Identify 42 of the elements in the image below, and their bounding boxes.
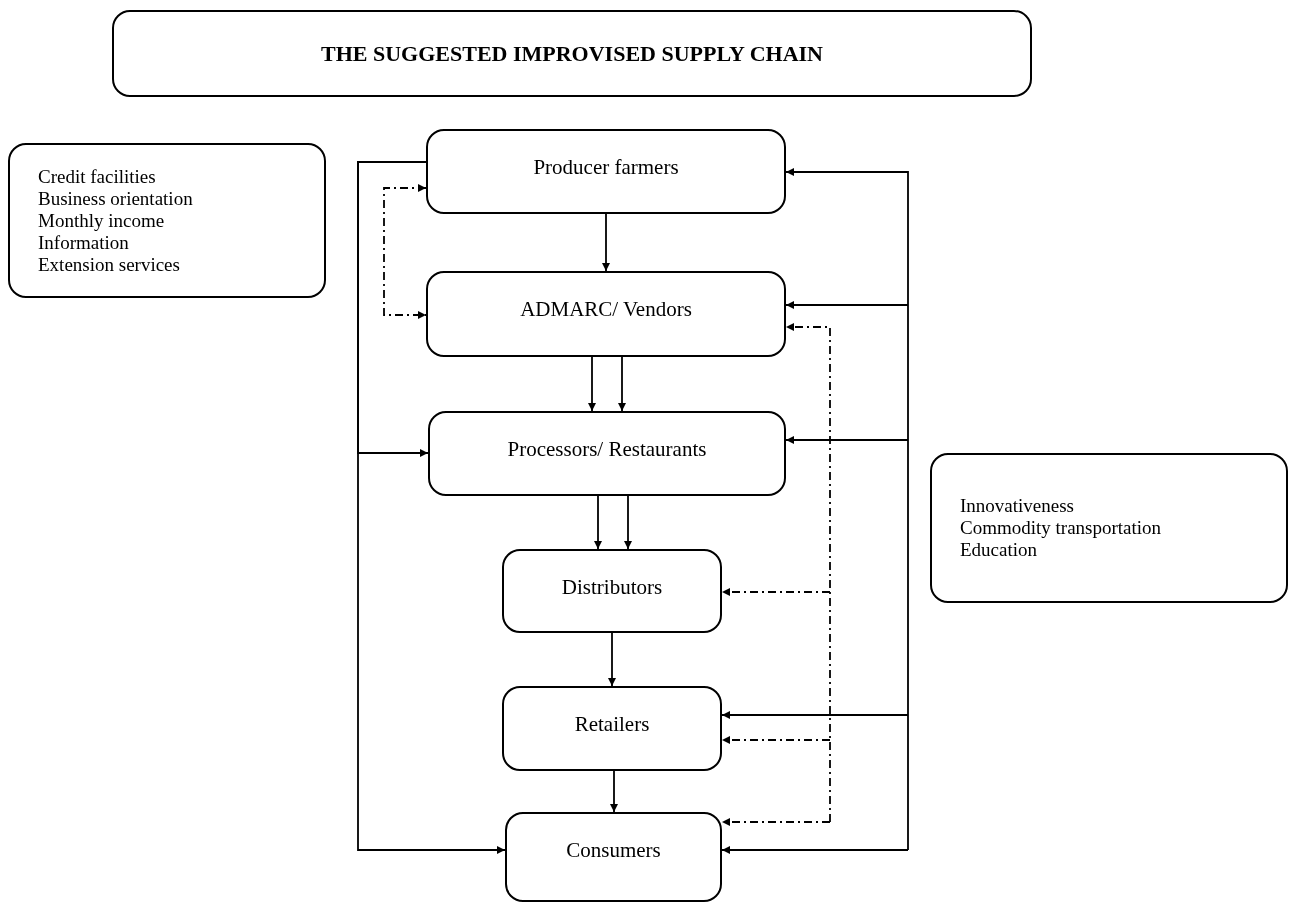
arrow bbox=[383, 184, 427, 319]
process-box bbox=[426, 129, 786, 214]
node-label: Retailers bbox=[574, 712, 650, 736]
arrow bbox=[602, 213, 610, 272]
node-label: THE SUGGESTED IMPROVISED SUPPLY CHAIN bbox=[321, 41, 823, 66]
arrow bbox=[785, 323, 831, 823]
node-label: Processors/ Restaurants bbox=[507, 437, 707, 461]
list-item: Extension services bbox=[38, 253, 180, 276]
title-box bbox=[112, 10, 1032, 97]
arrow bbox=[721, 846, 909, 854]
process-box bbox=[428, 411, 786, 496]
node-label: Consumers bbox=[566, 838, 661, 862]
factors-box bbox=[930, 453, 1288, 603]
list-item: Monthly income bbox=[38, 209, 165, 232]
arrow bbox=[785, 436, 909, 444]
node-label: ADMARC/ Vendors bbox=[520, 297, 692, 321]
process-box bbox=[426, 271, 786, 357]
list-item: Information bbox=[38, 231, 129, 254]
arrow bbox=[588, 356, 596, 412]
list-item: Commodity transportation bbox=[960, 517, 1162, 539]
process-box bbox=[505, 812, 722, 902]
list-item: Credit facilities bbox=[38, 165, 156, 188]
arrow bbox=[624, 495, 632, 550]
arrow bbox=[618, 356, 626, 412]
process-box bbox=[502, 549, 722, 633]
arrow bbox=[721, 736, 831, 744]
arrow bbox=[357, 161, 506, 854]
list-item: Education bbox=[960, 539, 1038, 561]
arrow bbox=[594, 495, 602, 550]
arrow bbox=[721, 711, 909, 719]
list-item: Innovativeness bbox=[960, 495, 1074, 517]
arrow bbox=[610, 770, 618, 813]
arrow bbox=[785, 168, 909, 851]
arrow bbox=[785, 301, 909, 309]
process-box bbox=[502, 686, 722, 771]
node-label: Distributors bbox=[561, 575, 663, 599]
factors-box bbox=[8, 143, 326, 298]
list-item: Business orientation bbox=[38, 187, 193, 210]
arrow bbox=[608, 632, 616, 687]
arrow bbox=[721, 588, 831, 596]
node-label: Producer farmers bbox=[533, 155, 679, 179]
arrow bbox=[721, 818, 831, 826]
